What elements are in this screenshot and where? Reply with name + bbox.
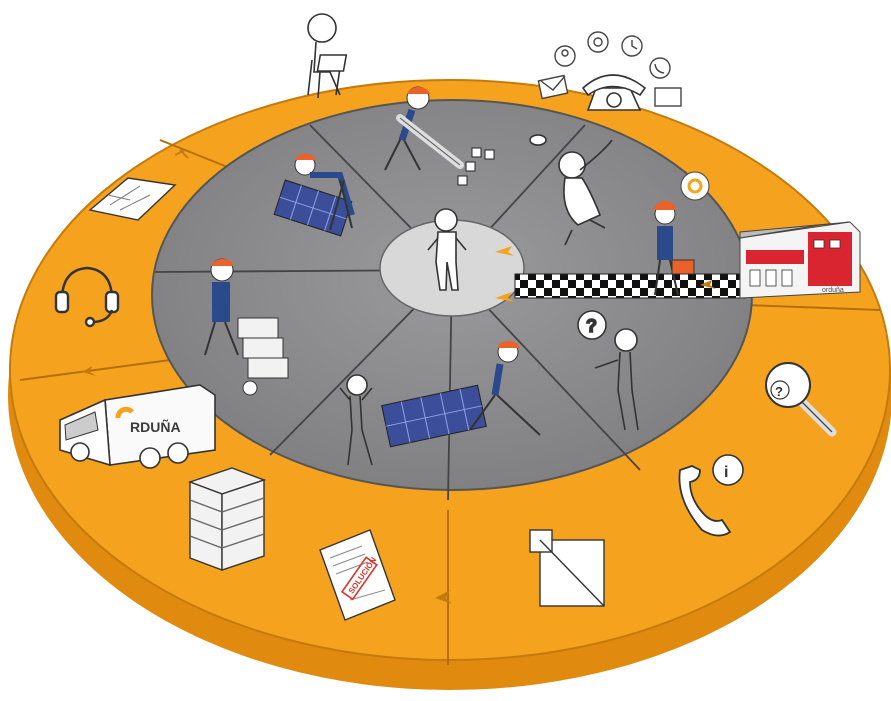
info-bubble-text: i: [724, 464, 728, 481]
worker-carrying-panel: [273, 153, 355, 237]
worker-pushing-panel: [381, 340, 541, 448]
headset-icon: [54, 266, 120, 328]
document-stamp-icon: SOLUCIÓN: [319, 529, 396, 621]
telephone-icon: [581, 74, 647, 111]
pallet-stack-icon: [187, 467, 267, 572]
worker-with-pencil: [384, 86, 495, 186]
truck-logo-text: RDUÑA: [130, 418, 181, 435]
magnifier-question-icon: ?: [765, 362, 837, 437]
measure-square-icon: [529, 529, 605, 607]
central-figure: [427, 208, 467, 291]
hub-arrows: [495, 246, 514, 302]
factory-building-icon: orduña: [739, 221, 861, 299]
phone-info-icon: i: [678, 454, 744, 537]
outer-ring-arrows: [82, 280, 716, 604]
outer-ring-dividers: [19, 139, 881, 665]
building-sign: orduña: [822, 287, 844, 294]
contact-icons-cluster: [537, 31, 682, 107]
question-bubble-text: ?: [586, 316, 597, 336]
phone-question-figure: ?: [577, 310, 639, 431]
delivery-truck-icon: RDUÑA: [59, 384, 216, 469]
worker-hand-truck: [204, 258, 289, 396]
worker-toolbox: [654, 171, 710, 296]
thinking-figure: [339, 374, 373, 466]
magnifier-question-text: ?: [775, 384, 783, 399]
laptop-user-icon: [307, 13, 348, 99]
blueprint-icon: [88, 149, 189, 221]
planning-figure: [529, 134, 613, 246]
